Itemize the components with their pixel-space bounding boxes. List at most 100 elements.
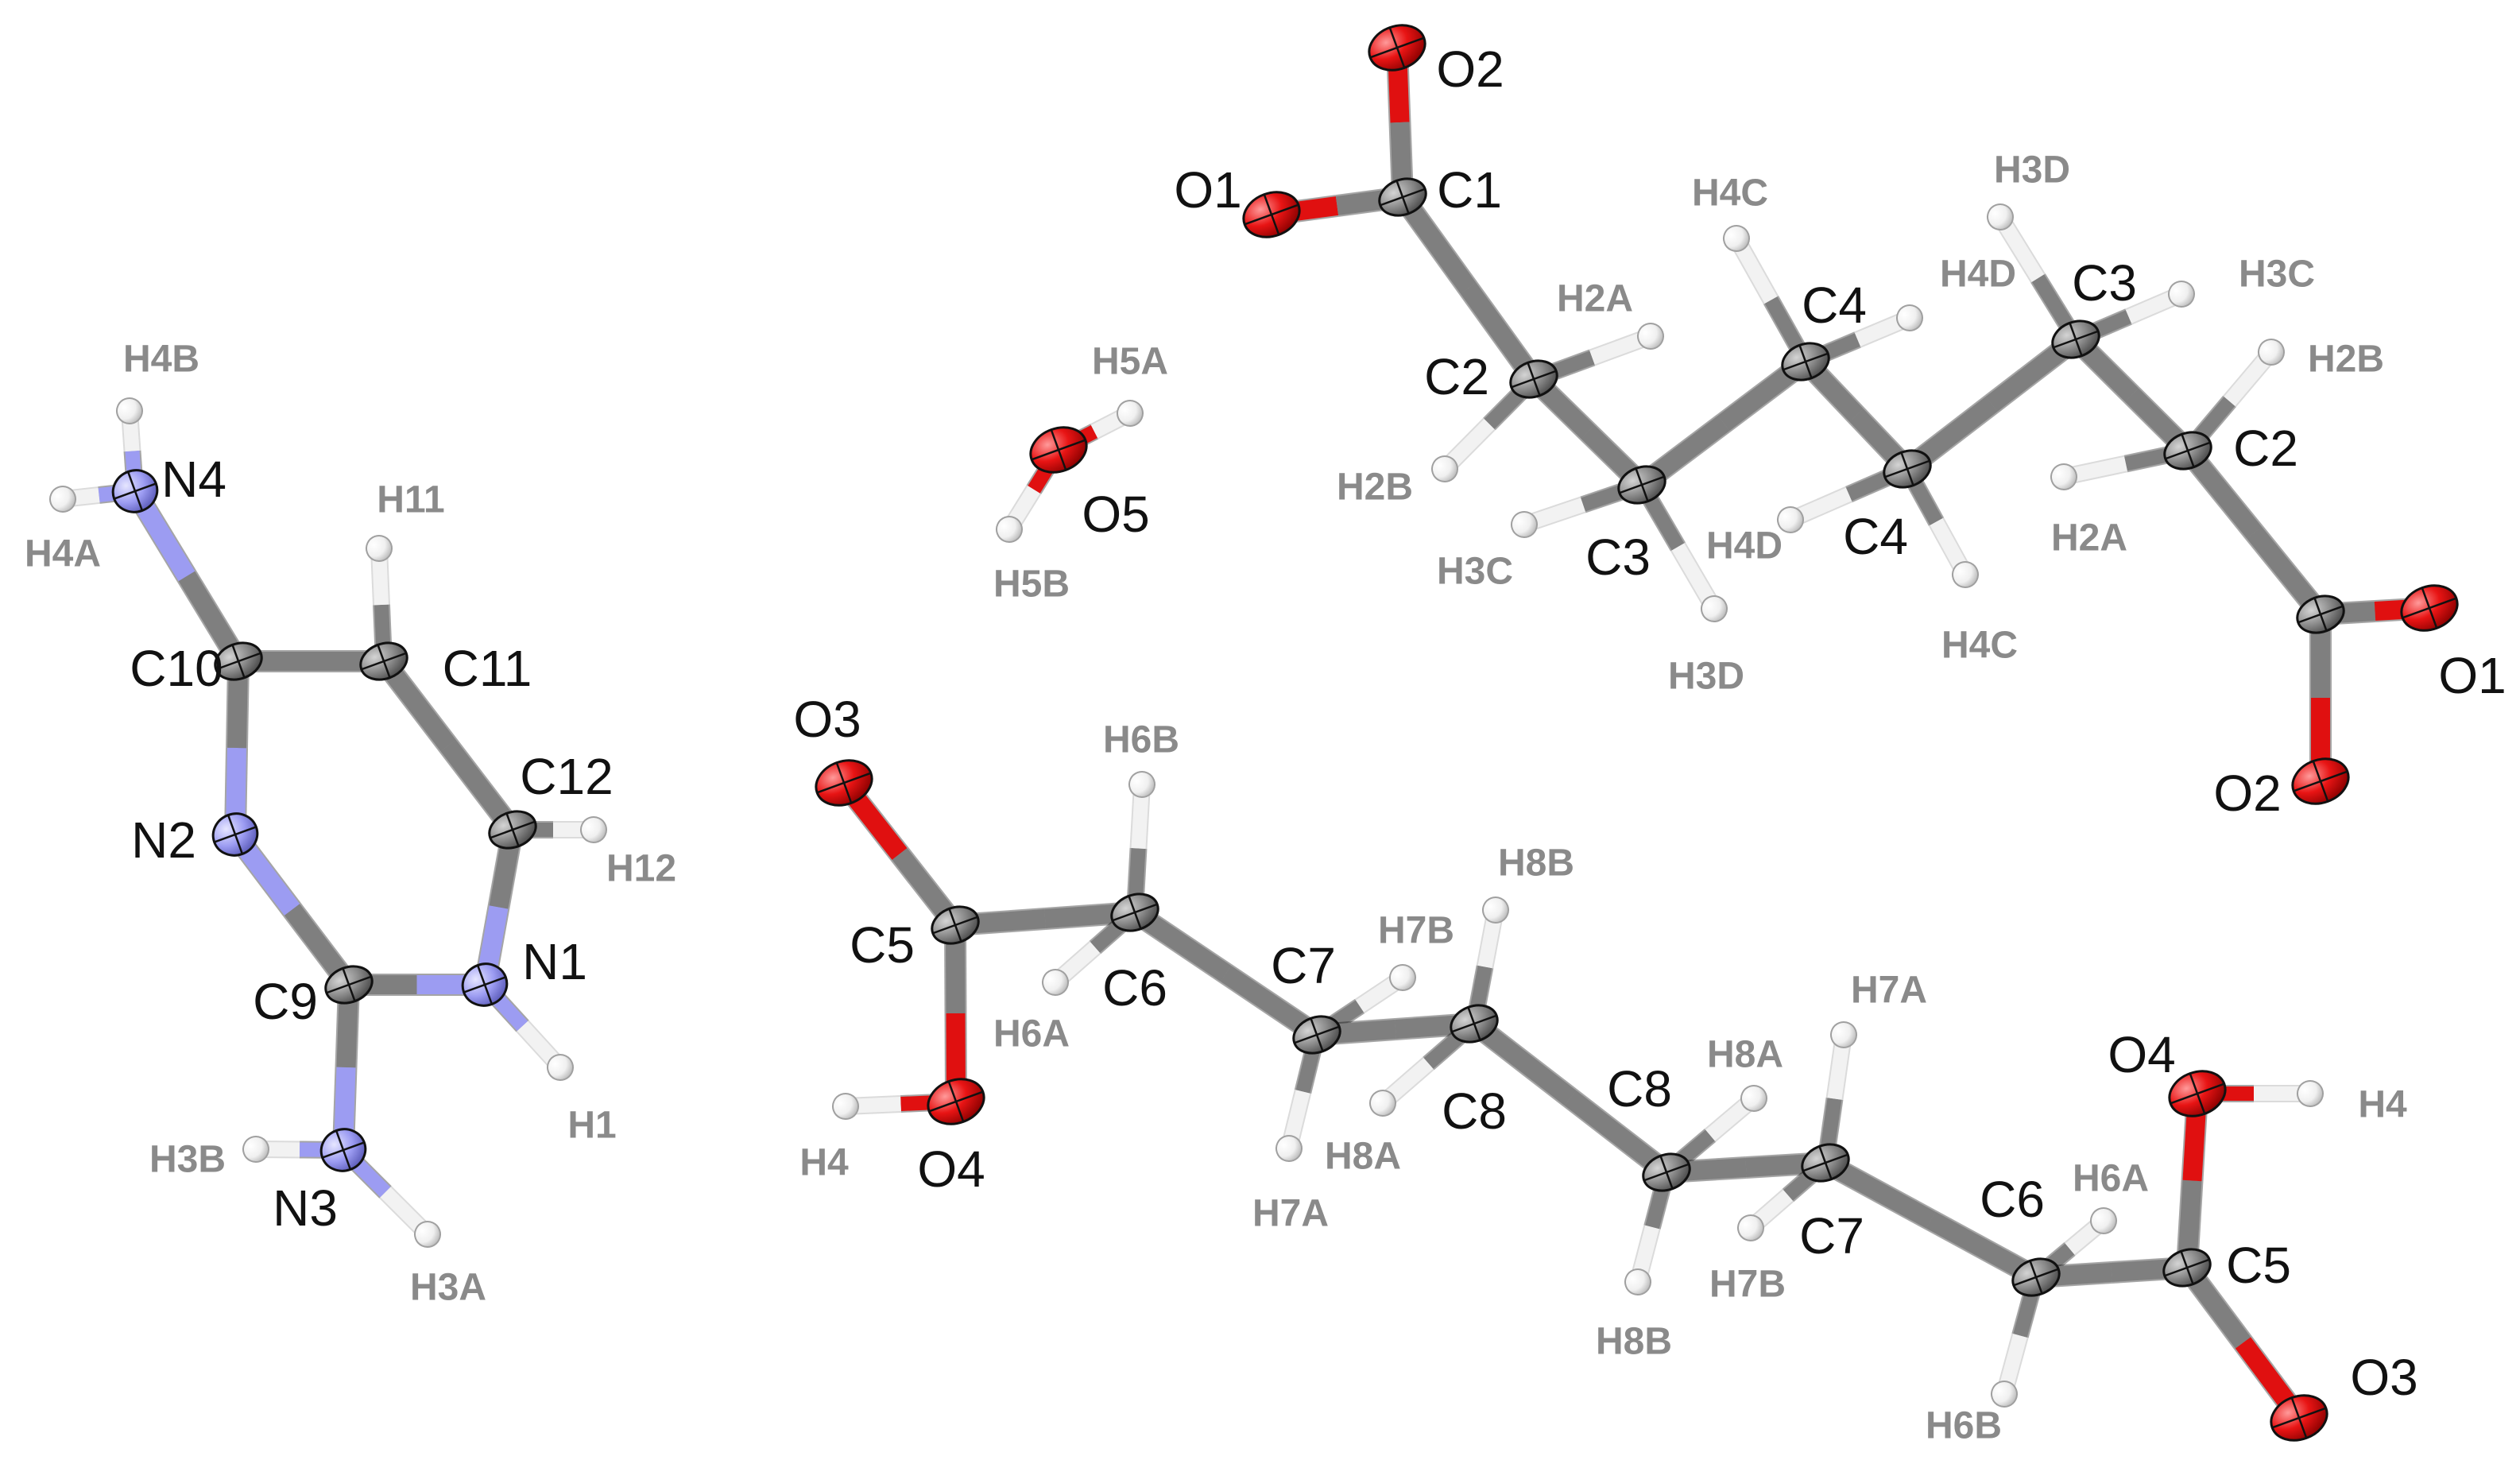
- atom-label-p_H1: H1: [567, 1105, 616, 1147]
- bond-a_C4-a_C4b: [1797, 354, 1916, 477]
- atom-label-p_C12: C12: [520, 748, 613, 805]
- atom-s_H8A: [1369, 1090, 1396, 1117]
- atom-label-a_H2B: H2B: [1337, 467, 1413, 509]
- atom-label-s_H6B: H6B: [1103, 719, 1179, 761]
- atom-label-s_H7B: H7B: [1378, 910, 1454, 952]
- atom-label-p_H3A: H3A: [410, 1267, 486, 1309]
- atom-label-s_H8Bb: H8B: [1596, 1321, 1672, 1363]
- bond-p_N2-p_C10: [224, 660, 250, 835]
- atom-label-a_H2Bb: H2B: [2308, 339, 2384, 381]
- atom-s_O4: [927, 1078, 985, 1125]
- atom-label-p_N3: N3: [273, 1179, 338, 1237]
- atom-s_H6A: [1042, 969, 1069, 996]
- bond-p_C9-p_N2: [226, 827, 358, 992]
- atom-a_O1: [1242, 191, 1301, 238]
- atom-s_H8B: [1482, 897, 1509, 924]
- atom-p_N3: [319, 1128, 367, 1172]
- atom-label-s_H7A: H7A: [1252, 1193, 1329, 1235]
- atom-a_H2Bb: [2258, 339, 2285, 366]
- atom-s_C6b: [2011, 1257, 2061, 1297]
- atom-label-s_H6A: H6A: [993, 1013, 1070, 1055]
- atom-label-s_C8: C8: [1442, 1082, 1507, 1140]
- atom-label-w_H5A: H5A: [1092, 341, 1168, 383]
- atom-p_H11: [366, 535, 393, 562]
- atom-a_C2: [1509, 359, 1558, 399]
- atom-p_N1: [461, 962, 509, 1007]
- atom-label-w_O5: O5: [1082, 486, 1149, 543]
- atom-s_H7A: [1275, 1135, 1303, 1162]
- atom-label-s_O3: O3: [793, 691, 861, 748]
- atom-a_O1b: [2400, 584, 2459, 632]
- atom-p_H12: [580, 816, 607, 843]
- bond-s_O3-s_C5: [834, 776, 965, 932]
- atom-a_H2A: [1637, 323, 1664, 350]
- atom-label-p_H4B: H4B: [123, 339, 199, 381]
- atom-label-p_H3B: H3B: [149, 1139, 226, 1181]
- atom-a_C1: [1378, 177, 1427, 217]
- atom-label-s_H8Ab: H8A: [1707, 1034, 1783, 1076]
- atom-label-a_C4b: C4: [1843, 508, 1908, 565]
- atom-label-a_H3Cb: H3C: [2239, 254, 2315, 296]
- atom-p_H4B: [116, 397, 143, 424]
- bond-a_C4b-a_C3b: [1900, 330, 2083, 478]
- atom-label-s_H6Ab: H6A: [2073, 1158, 2149, 1200]
- atom-a_H3D: [1701, 595, 1728, 622]
- atom-label-a_C2b: C2: [2233, 420, 2298, 477]
- atom-label-s_O4b: O4: [2108, 1026, 2175, 1083]
- atom-label-s_O3b: O3: [2350, 1349, 2417, 1406]
- atom-s_C7: [1292, 1015, 1341, 1055]
- atom-label-p_N4: N4: [161, 451, 226, 508]
- bond-a_C3-a_H3D: [1634, 480, 1722, 614]
- atom-s_O3b: [2270, 1394, 2328, 1442]
- atom-p_H1: [547, 1054, 574, 1081]
- atom-s_H8Ab: [1740, 1085, 1767, 1112]
- atom-p_N4: [111, 469, 159, 513]
- atom-s_C6: [1110, 893, 1159, 932]
- atom-label-s_H7Ab: H7A: [1851, 970, 1927, 1012]
- atom-label-s_H4b: H4: [2358, 1084, 2407, 1126]
- atom-label-s_C6: C6: [1102, 959, 1167, 1017]
- atom-label-s_H8A: H8A: [1325, 1136, 1401, 1178]
- atom-a_O2: [1368, 24, 1426, 72]
- atom-a_H4D: [1896, 304, 1923, 331]
- atom-label-s_C6b: C6: [1980, 1171, 2045, 1228]
- atom-p_H4A: [49, 486, 76, 513]
- atom-s_H8Bb: [1624, 1268, 1651, 1295]
- atom-label-a_O2: O2: [1436, 41, 1504, 98]
- bond-s_C5-s_C6: [954, 901, 1136, 936]
- atom-label-w_H5B: H5B: [993, 563, 1070, 606]
- bond-p_C9-p_N3: [332, 984, 360, 1151]
- atom-label-a_H3C: H3C: [1437, 551, 1513, 593]
- atom-label-a_C3: C3: [1585, 529, 1651, 586]
- atom-p_H3A: [414, 1221, 441, 1248]
- atom-s_C7b: [1801, 1143, 1850, 1183]
- atom-s_H4b: [2297, 1080, 2324, 1107]
- atom-p_C11: [359, 641, 408, 681]
- atom-label-p_N2: N2: [131, 811, 196, 869]
- bond-p_N4-p_C10: [126, 485, 248, 668]
- atom-a_C4b: [1883, 449, 1932, 489]
- atom-s_H7Ab: [1830, 1021, 1857, 1048]
- atom-label-a_H3Db: H3D: [1994, 149, 2070, 192]
- atom-a_H4C: [1723, 225, 1750, 252]
- bond-a_C3b-a_C2b: [2068, 331, 2196, 459]
- atom-label-s_H8B: H8B: [1498, 842, 1574, 885]
- atom-label-a_H4Db: H4D: [1706, 525, 1783, 567]
- atom-a_O2b: [2291, 757, 2350, 805]
- bond-s_C5b-s_O4b: [2176, 1093, 2208, 1268]
- atom-label-a_H3D: H3D: [1668, 656, 1744, 698]
- atom-s_H6Ab: [2090, 1207, 2117, 1234]
- atom-p_N2: [211, 812, 259, 857]
- atom-p_C10: [214, 641, 263, 681]
- atom-label-a_O1b: O1: [2438, 647, 2506, 704]
- atom-label-a_H4Cb: H4C: [1941, 625, 2018, 667]
- atom-label-p_H11: H11: [377, 479, 444, 521]
- atom-label-a_C3b: C3: [2072, 254, 2137, 312]
- atom-label-p_H12: H12: [606, 848, 676, 890]
- atom-label-s_H4: H4: [799, 1142, 849, 1184]
- atom-s_H7Bb: [1737, 1214, 1764, 1241]
- atom-a_H3Db: [1987, 203, 2014, 230]
- atom-p_C12: [488, 810, 537, 850]
